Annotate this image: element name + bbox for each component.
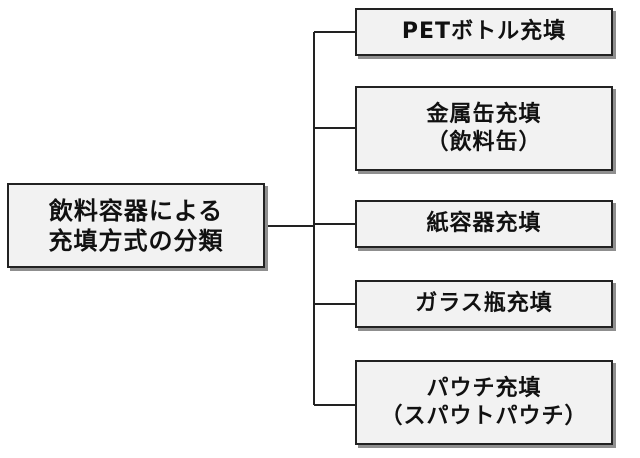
paper-container-filling-box: 紙容器充填 [355, 200, 613, 248]
root-title-line-2: 充填方式の分類 [48, 226, 224, 255]
pouch-filling-box: パウチ充填 （スパウトパウチ） [355, 360, 613, 445]
glass-bottle-filling-box: ガラス瓶充填 [355, 280, 613, 328]
root-category-box: 飲料容器による 充填方式の分類 [7, 183, 265, 268]
metal-can-filling-label: 金属缶充填 [426, 102, 542, 127]
metal-can-filling-box: 金属缶充填 （飲料缶） [355, 86, 613, 171]
glass-bottle-filling-label: ガラス瓶充填 [415, 291, 553, 317]
pouch-filling-label: パウチ充填 [426, 376, 542, 401]
root-title-line-1: 飲料容器による [48, 196, 224, 225]
pet-bottle-filling-label: PETボトル充填 [401, 19, 567, 45]
pouch-subtitle: （スパウトパウチ） [380, 403, 588, 429]
pet-bottle-filling-box: PETボトル充填 [355, 8, 613, 56]
metal-can-subtitle: （飲料缶） [426, 129, 542, 155]
paper-container-filling-label: 紙容器充填 [426, 211, 542, 237]
